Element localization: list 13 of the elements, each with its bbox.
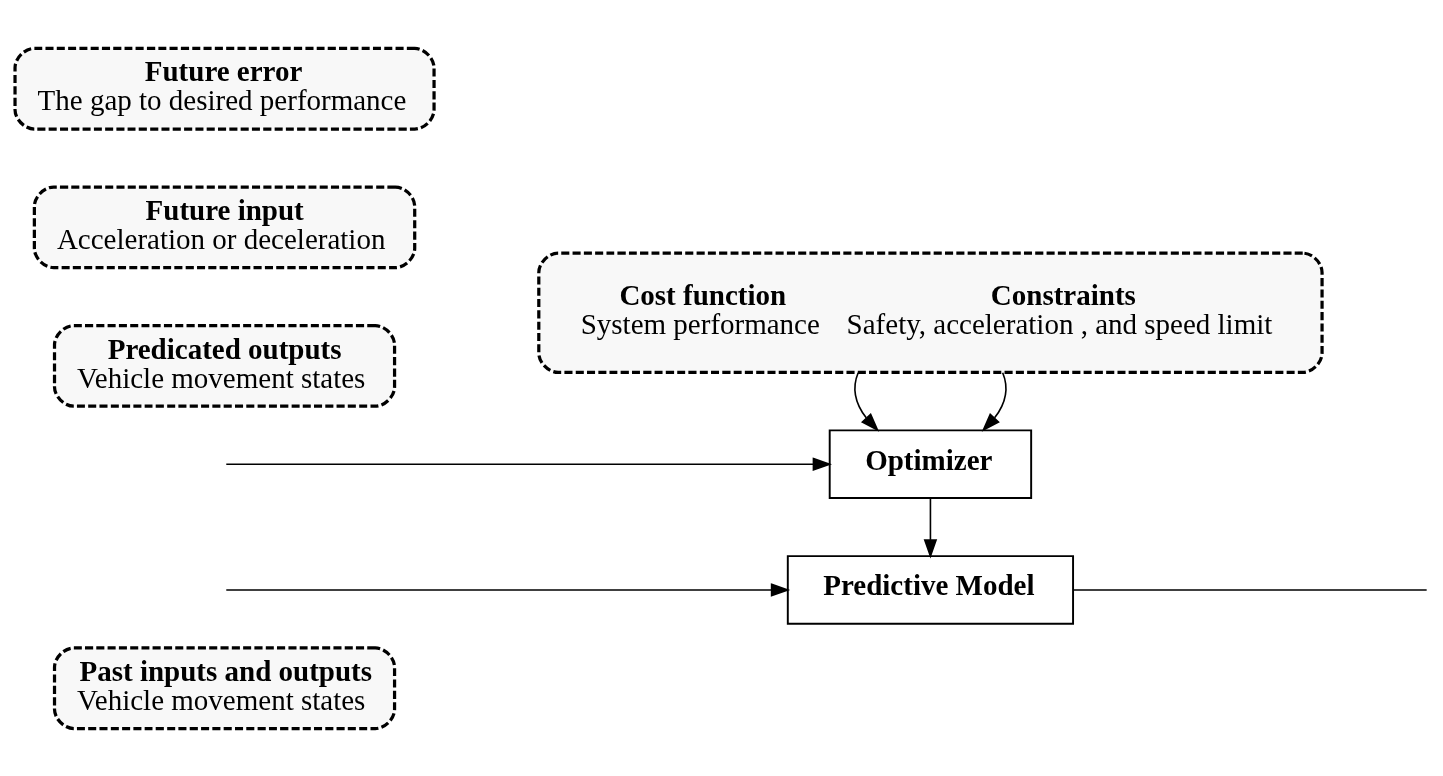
node-box: Future input Acceleration or deceleration bbox=[32, 184, 417, 269]
arrow bbox=[225, 582, 791, 597]
node-box: Predicated outputs Vehicle movement states bbox=[52, 323, 397, 408]
node-box: Cost function System performance Constraints Safety, acceleration , and speed limit bbox=[537, 251, 1324, 374]
node-box: Future error The gap to desired performance bbox=[13, 46, 436, 131]
arrow bbox=[854, 371, 880, 432]
connector bbox=[1072, 588, 1428, 591]
arrow bbox=[225, 456, 832, 471]
arrow bbox=[923, 497, 938, 558]
node-box: Optimizer bbox=[828, 428, 1033, 499]
node-box: Past inputs and outputs Vehicle movement states bbox=[52, 645, 397, 730]
node-box: Predictive Model bbox=[786, 554, 1075, 625]
arrow bbox=[981, 371, 1007, 432]
